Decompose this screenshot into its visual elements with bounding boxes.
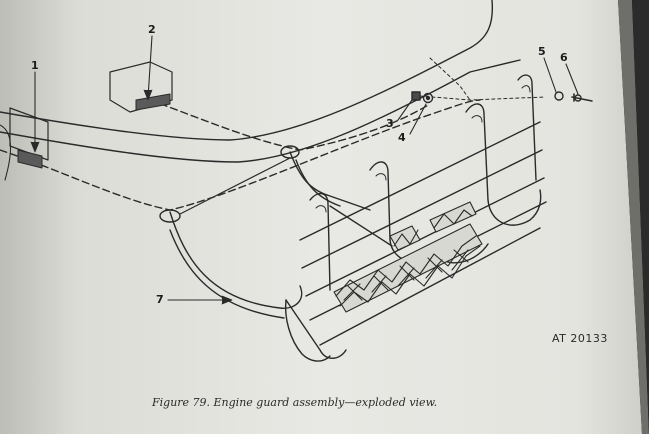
leader-3	[397, 99, 413, 121]
callout-2: 2	[148, 23, 156, 36]
guard-ear-4	[517, 74, 537, 181]
guard-arm-left	[169, 211, 303, 309]
guard-front-hoop	[285, 299, 347, 359]
leader-5	[543, 57, 557, 93]
figure-caption: Figure 79. Engine guard assembly—explode…	[152, 396, 438, 409]
bracket-left	[9, 107, 49, 161]
guard-rail-bottom	[319, 227, 541, 346]
hood-outline	[0, 0, 494, 141]
chassis-dashed-line	[0, 99, 481, 211]
chassis-dashed-line-2	[149, 99, 431, 151]
callout-4: 4	[398, 131, 406, 144]
leader-2	[147, 35, 153, 99]
callout-6: 6	[560, 51, 568, 64]
callout-3: 3	[386, 117, 394, 130]
leader-6	[565, 63, 579, 95]
callout-5: 5	[538, 45, 546, 58]
guard-rail-top	[299, 121, 541, 241]
mesh-panel	[333, 201, 483, 313]
callout-7: 7	[156, 293, 164, 306]
guard-ear-2	[369, 161, 391, 241]
guard-rail-3	[305, 177, 545, 297]
reference-code: AT 20133	[552, 332, 608, 345]
hood-outline-lower	[0, 59, 521, 163]
guard-ear-3	[465, 103, 489, 201]
callout-1: 1	[31, 59, 39, 72]
leader-4	[409, 103, 427, 135]
guard-ear-1	[309, 193, 331, 291]
guard-rail-2	[301, 149, 543, 269]
